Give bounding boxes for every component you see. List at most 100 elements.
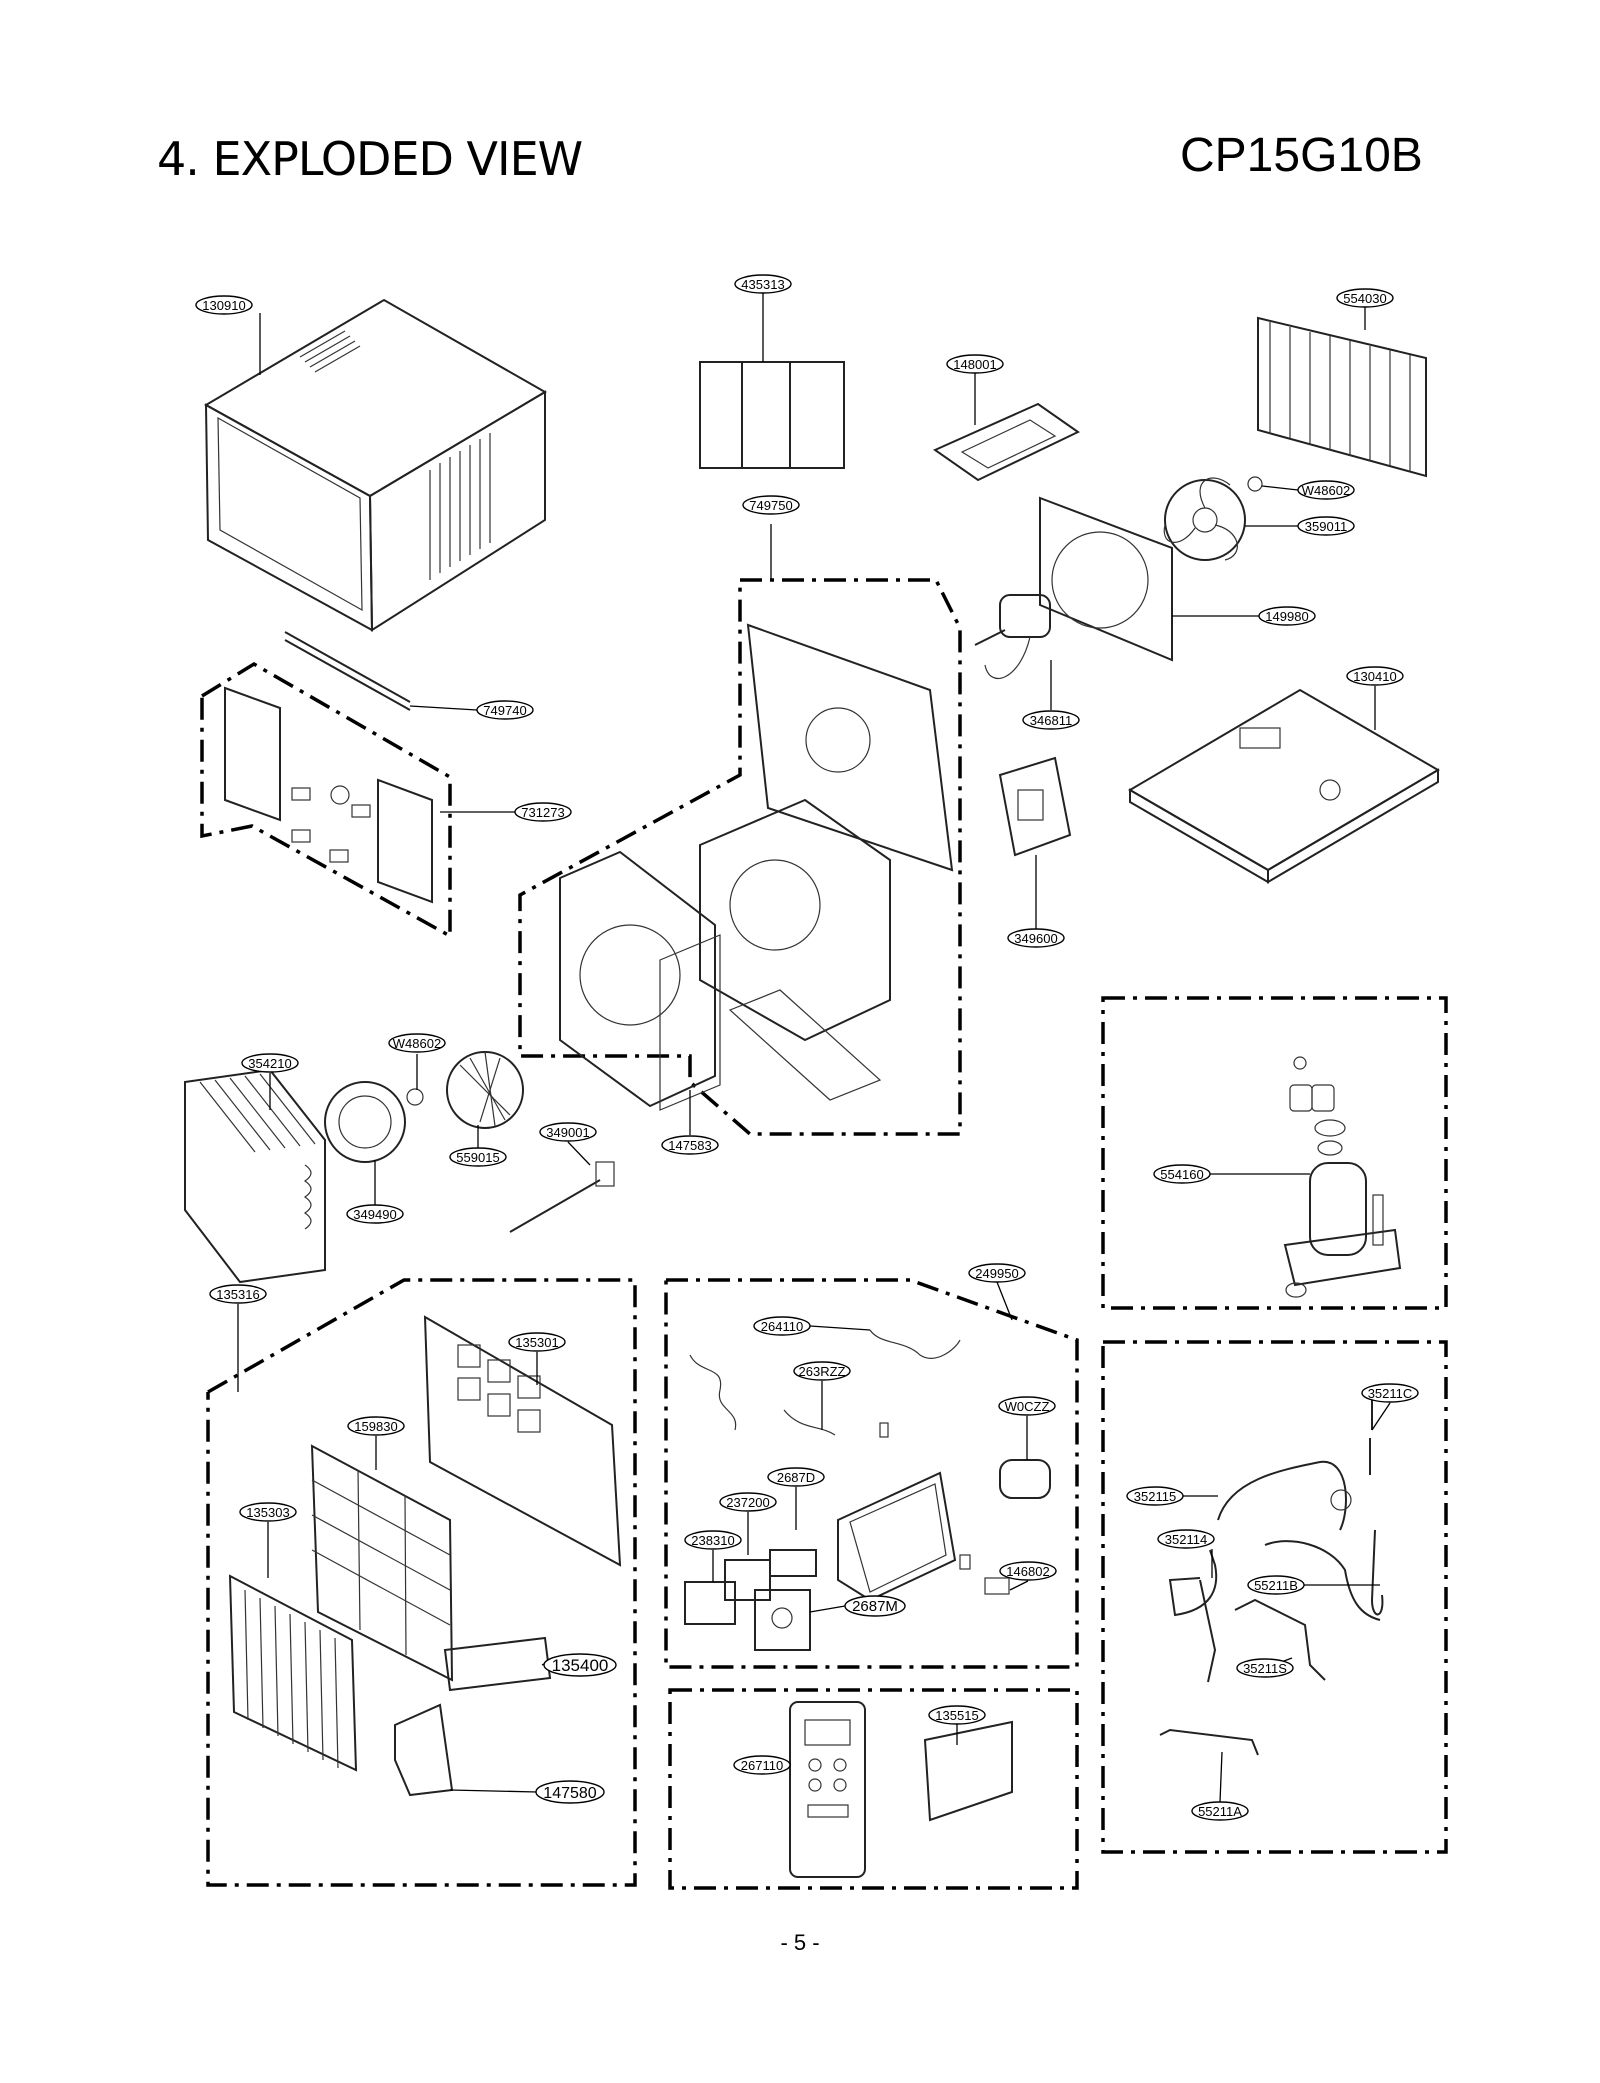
part-label: W0CZZ xyxy=(998,1396,1056,1416)
model-number: CP15G10B xyxy=(1180,129,1423,182)
air-filter-drawing xyxy=(699,361,845,469)
svg-text:159830: 159830 xyxy=(354,1419,397,1434)
svg-text:2687M: 2687M xyxy=(852,1598,898,1615)
svg-text:147583: 147583 xyxy=(668,1138,711,1153)
part-label: 264110 xyxy=(753,1316,811,1336)
part-label: 159830 xyxy=(347,1416,405,1436)
remote-control-drawing xyxy=(789,1701,1013,1878)
group-boundaries xyxy=(200,578,1448,1890)
part-label: 130410 xyxy=(1346,666,1404,686)
part-label: 749750 xyxy=(742,495,800,515)
part-label: 359011 xyxy=(1297,516,1355,536)
fan-motor-drawing xyxy=(974,594,1051,680)
part-label: 352115 xyxy=(1126,1486,1184,1506)
group-boundary-remote xyxy=(668,1688,1079,1890)
svg-text:559015: 559015 xyxy=(456,1150,499,1165)
part-label: 35211S xyxy=(1236,1658,1294,1678)
front-grille-drawing xyxy=(228,1315,622,1797)
part-label: W48602 xyxy=(1297,480,1355,500)
svg-text:349600: 349600 xyxy=(1014,931,1057,946)
svg-text:749750: 749750 xyxy=(749,498,792,513)
part-label: 352114 xyxy=(1157,1529,1215,1549)
svg-text:352114: 352114 xyxy=(1165,1532,1207,1547)
part-label: 554160 xyxy=(1153,1164,1211,1184)
svg-text:349001: 349001 xyxy=(546,1125,589,1140)
svg-text:554030: 554030 xyxy=(1343,291,1386,306)
refrigerant-tubing-drawing xyxy=(1159,1400,1384,1756)
part-label: 55211B xyxy=(1247,1575,1305,1595)
svg-text:55211A: 55211A xyxy=(1198,1804,1242,1819)
part-label: 349490 xyxy=(346,1204,404,1224)
motor-bracket-drawing xyxy=(932,402,1080,482)
svg-text:135515: 135515 xyxy=(935,1708,978,1723)
group-boundary-shroud xyxy=(518,578,962,1136)
svg-text:W0CZZ: W0CZZ xyxy=(1005,1399,1050,1414)
svg-text:359011: 359011 xyxy=(1305,519,1347,534)
part-label: 263RZZ xyxy=(793,1361,851,1381)
svg-text:349490: 349490 xyxy=(353,1207,396,1222)
svg-text:135400: 135400 xyxy=(552,1656,609,1675)
group-boundary-compressor xyxy=(1101,996,1448,1310)
page-number: - 5 - xyxy=(780,1930,820,1955)
orifice-panel-drawing xyxy=(559,850,882,1111)
base-pan-drawing xyxy=(1128,688,1440,884)
part-label: 559015 xyxy=(449,1147,507,1167)
svg-text:146802: 146802 xyxy=(1006,1564,1049,1579)
part-label: 147580 xyxy=(535,1780,605,1804)
svg-text:W48602: W48602 xyxy=(393,1036,441,1051)
evaporator-shroud-drawing xyxy=(699,623,954,1042)
part-label: 435313 xyxy=(734,274,792,294)
svg-text:2687D: 2687D xyxy=(777,1470,815,1485)
part-label: 349600 xyxy=(1007,928,1065,948)
part-label: 146802 xyxy=(999,1561,1057,1581)
part-label: 267110 xyxy=(733,1755,791,1775)
svg-text:130910: 130910 xyxy=(202,298,245,313)
group-boundary-control xyxy=(664,1278,1079,1669)
svg-text:352115: 352115 xyxy=(1134,1489,1176,1504)
part-label: 147583 xyxy=(661,1135,719,1155)
svg-text:237200: 237200 xyxy=(726,1495,769,1510)
svg-text:731273: 731273 xyxy=(521,805,564,820)
part-label: 135301 xyxy=(508,1332,566,1352)
part-label: 554030 xyxy=(1336,288,1394,308)
svg-text:749740: 749740 xyxy=(483,703,526,718)
part-label: 55211A xyxy=(1191,1801,1249,1821)
svg-text:W48602: W48602 xyxy=(1302,483,1350,498)
compressor-drawing xyxy=(1283,1056,1402,1298)
bracket-349600-drawing xyxy=(998,756,1072,857)
page-title: 4. EXPLODED VIEW xyxy=(157,132,583,186)
svg-text:238310: 238310 xyxy=(691,1533,734,1548)
svg-text:267110: 267110 xyxy=(741,1758,783,1773)
part-label: 130910 xyxy=(195,295,253,315)
svg-text:35211C: 35211C xyxy=(1368,1386,1413,1401)
group-boundary-front-panel xyxy=(200,661,452,939)
part-label: 135316 xyxy=(209,1284,267,1304)
svg-text:130410: 130410 xyxy=(1353,669,1396,684)
svg-text:263RZZ: 263RZZ xyxy=(799,1364,846,1379)
part-label: 35211C xyxy=(1361,1383,1419,1403)
evaporator-coil-drawing xyxy=(184,1068,326,1284)
cabinet-drawing xyxy=(203,298,547,632)
svg-text:135303: 135303 xyxy=(246,1505,289,1520)
svg-text:346811: 346811 xyxy=(1030,713,1072,728)
part-label: 237200 xyxy=(719,1492,777,1512)
part-label: 238310 xyxy=(684,1530,742,1550)
front-panel-parts-drawing xyxy=(224,631,433,904)
leader-lines xyxy=(237,293,1391,1803)
part-label: 2687D xyxy=(767,1467,825,1487)
outdoor-fan-drawing xyxy=(1163,476,1263,561)
part-label: 354210 xyxy=(241,1053,299,1073)
part-label: 135303 xyxy=(239,1502,297,1522)
part-label: 349001 xyxy=(539,1122,597,1142)
svg-text:55211B: 55211B xyxy=(1254,1578,1298,1593)
svg-text:249950: 249950 xyxy=(975,1266,1018,1281)
part-label: 135515 xyxy=(928,1705,986,1725)
svg-text:554160: 554160 xyxy=(1160,1167,1203,1182)
part-label: 135400 xyxy=(543,1653,617,1677)
group-boundary-front-grille xyxy=(206,1278,637,1887)
part-label: W48602 xyxy=(388,1033,446,1053)
svg-text:149980: 149980 xyxy=(1265,609,1308,624)
part-label: 249950 xyxy=(968,1263,1026,1283)
part-label: 346811 xyxy=(1022,710,1080,730)
svg-text:264110: 264110 xyxy=(761,1319,803,1334)
